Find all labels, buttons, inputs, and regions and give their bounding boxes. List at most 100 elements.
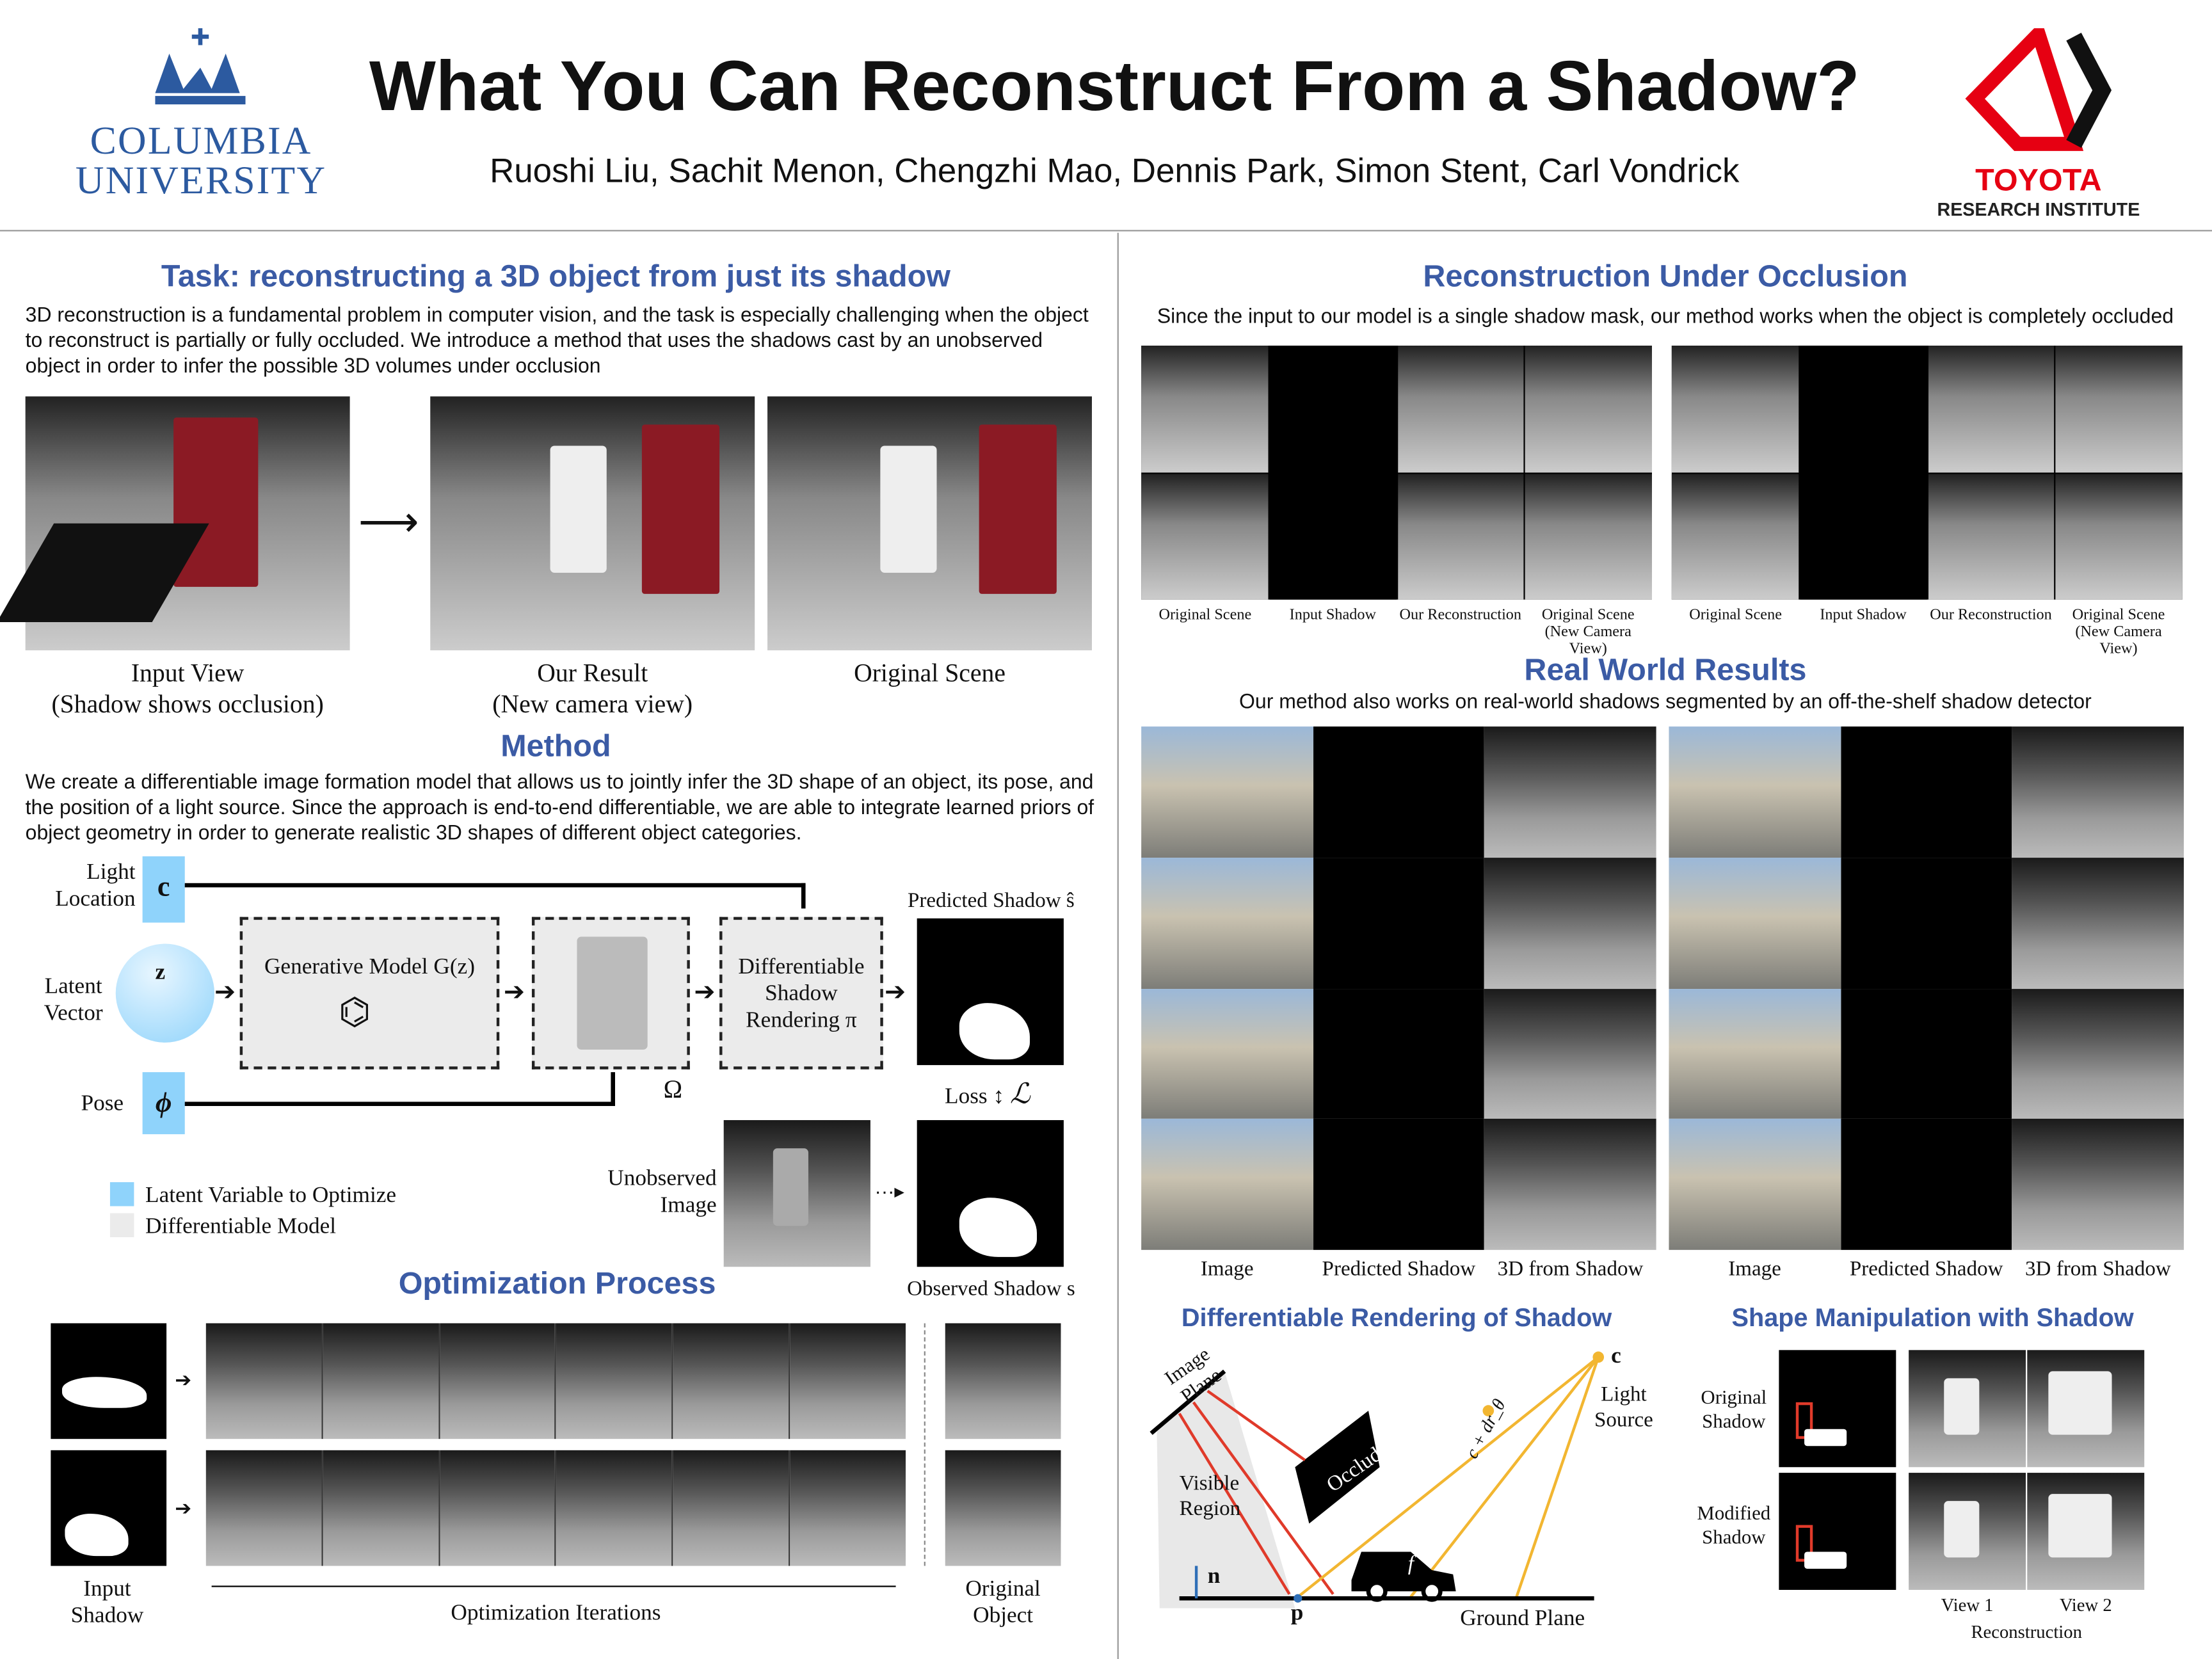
light-arrow	[184, 883, 806, 888]
columbia-line1: COLUMBIA	[90, 120, 312, 164]
light-c-label: c	[1611, 1344, 1621, 1368]
dotted-arrow: ···▸	[874, 1179, 904, 1202]
legend-latent-swatch	[109, 1182, 134, 1206]
occlusion-text: Since the input to our model is a single…	[1157, 306, 2174, 329]
pose-arrow-up	[611, 1072, 615, 1105]
dashed-separator	[924, 1323, 926, 1566]
point-p-label: p	[1290, 1601, 1304, 1626]
view1-label: View 1	[1941, 1594, 1994, 1615]
task-heading: Task: reconstructing a 3D object from ju…	[161, 258, 950, 294]
renderer-label: Differentiable Shadow Rendering π	[738, 955, 865, 1034]
legend-model-label: Differentiable Model	[145, 1214, 337, 1239]
realworld-text: Our method also works on real-world shad…	[1239, 691, 2092, 714]
optimization-heading: Optimization Process	[398, 1265, 716, 1301]
iterations-row-2	[205, 1450, 906, 1566]
legend-model-swatch	[109, 1213, 134, 1237]
caption: Original Scene	[1158, 606, 1252, 624]
diffrender-heading: Differentiable Rendering of Shadow	[1181, 1303, 1612, 1332]
caption: Predicted Shadow	[1849, 1258, 2003, 1281]
arrow-icon: ➔	[175, 1496, 192, 1519]
columbia-line2: UNIVERSITY	[75, 159, 327, 204]
input-shadow-1	[51, 1323, 167, 1439]
caption: Input Shadow	[1289, 606, 1376, 624]
predicted-shadow-image	[917, 918, 1064, 1066]
occlusion-captions-right: Original Scene Input Shadow Our Reconstruc…	[1672, 607, 2183, 657]
caption: Our Reconstruction	[1930, 606, 2052, 624]
task-text: 3D reconstruction is a fundamental probl…	[25, 305, 1089, 378]
predicted-shadow-label: Predicted Shadow ŝ	[907, 890, 1075, 913]
manip-heading: Shape Manipulation with Shadow	[1731, 1303, 2134, 1332]
ground-plane-label: Ground Plane	[1460, 1607, 1585, 1631]
occlusion-grid-right	[1671, 346, 2183, 600]
column-divider	[1117, 232, 1119, 1659]
caption: Our Reconstruction	[1399, 606, 1522, 624]
caption-line: (New camera view)	[492, 689, 693, 717]
light-source-label: Light Source	[1594, 1384, 1653, 1432]
original-shadow-image	[1779, 1350, 1896, 1468]
light-location-label: Light Location	[55, 860, 136, 912]
our-result-image	[430, 396, 755, 651]
input-view-image	[0, 396, 350, 651]
f-label: f	[1407, 1553, 1414, 1576]
generative-model-label: Generative Model G(z)	[264, 955, 475, 979]
our-result-caption: Our Result(New camera view)	[430, 659, 755, 719]
input-view-caption: Input View(Shadow shows occlusion)	[26, 659, 350, 719]
observed-shadow-label: Observed Shadow s	[907, 1278, 1075, 1301]
light-location-variable[interactable]: c	[142, 856, 185, 923]
realworld-grid-right	[1669, 726, 2184, 1250]
visible-region-label: Visible Region	[1179, 1473, 1241, 1521]
realworld-captions-left: Image Predicted Shadow 3D from Shadow	[1141, 1258, 1656, 1282]
loss-label: Loss ↕ ℒ	[945, 1079, 1030, 1110]
caption: Original Scene (New Camera View)	[1541, 606, 1635, 658]
shadow-rendering-diagram	[1150, 1351, 1605, 1608]
loss-text: Loss	[945, 1084, 988, 1109]
caption-line: (Shadow shows occlusion)	[51, 689, 324, 717]
pose-arrow	[184, 1102, 615, 1107]
loss-symbol: ℒ	[1009, 1079, 1030, 1110]
arrow-right-icon: ⟶	[358, 499, 419, 546]
modified-view1	[1909, 1473, 2026, 1591]
observed-shadow-image	[917, 1120, 1064, 1267]
caption: Original Scene	[1689, 606, 1782, 624]
light-arrow-down	[801, 883, 806, 909]
header-divider	[0, 230, 2212, 232]
latent-symbol: z	[155, 960, 166, 985]
shape-omega-box	[531, 917, 690, 1070]
occlusion-captions-left: Original Scene Input Shadow Our Reconstruc…	[1141, 607, 1652, 657]
legend-latent-label: Latent Variable to Optimize	[145, 1183, 397, 1208]
caption: Predicted Shadow	[1322, 1258, 1476, 1281]
original-scene-caption: Original Scene	[767, 659, 1092, 689]
latent-sphere[interactable]: z	[115, 943, 215, 1043]
caption: Image	[1728, 1258, 1781, 1281]
method-heading: Method	[501, 728, 611, 764]
original-object-caption: Original Object	[965, 1577, 1041, 1628]
caption: 3D from Shadow	[1497, 1258, 1644, 1281]
input-shadow-2	[51, 1450, 167, 1566]
toyota-line1: TOYOTA	[1975, 162, 2102, 198]
original-view2	[2027, 1350, 2145, 1468]
caption: Input Shadow	[1820, 606, 1907, 624]
normal-n-label: n	[1207, 1564, 1221, 1589]
crown-icon	[155, 28, 246, 105]
caption: Image	[1200, 1258, 1254, 1281]
unobserved-image-label: Unobserved Image	[607, 1166, 717, 1218]
caption-line: Input View	[131, 659, 244, 687]
original-shadow-label: Original Shadow	[1701, 1388, 1767, 1433]
method-text: We create a differentiable image formati…	[25, 771, 1094, 846]
occlusion-grid-left	[1141, 346, 1653, 600]
realworld-heading: Real World Results	[1524, 652, 1807, 687]
iterations-caption: Optimization Iterations	[451, 1601, 661, 1626]
caption: Original Scene (New Camera View)	[2072, 606, 2165, 658]
toyota-logo: TOYOTA RESEARCH INSTITUTE	[1919, 20, 2159, 220]
arrow-icon: ➔	[175, 1368, 192, 1391]
pose-label: Pose	[81, 1091, 124, 1116]
modified-shadow-label: Modified Shadow	[1697, 1503, 1771, 1549]
renderer-box: Differentiable Shadow Rendering π	[719, 917, 883, 1070]
iterations-arrow	[211, 1585, 896, 1587]
modified-view2	[2027, 1473, 2145, 1591]
original-view1	[1909, 1350, 2026, 1468]
pose-variable[interactable]: ϕ	[142, 1072, 185, 1135]
neural-network-icon: ⌬	[338, 990, 371, 1033]
original-object-1	[945, 1323, 1061, 1439]
